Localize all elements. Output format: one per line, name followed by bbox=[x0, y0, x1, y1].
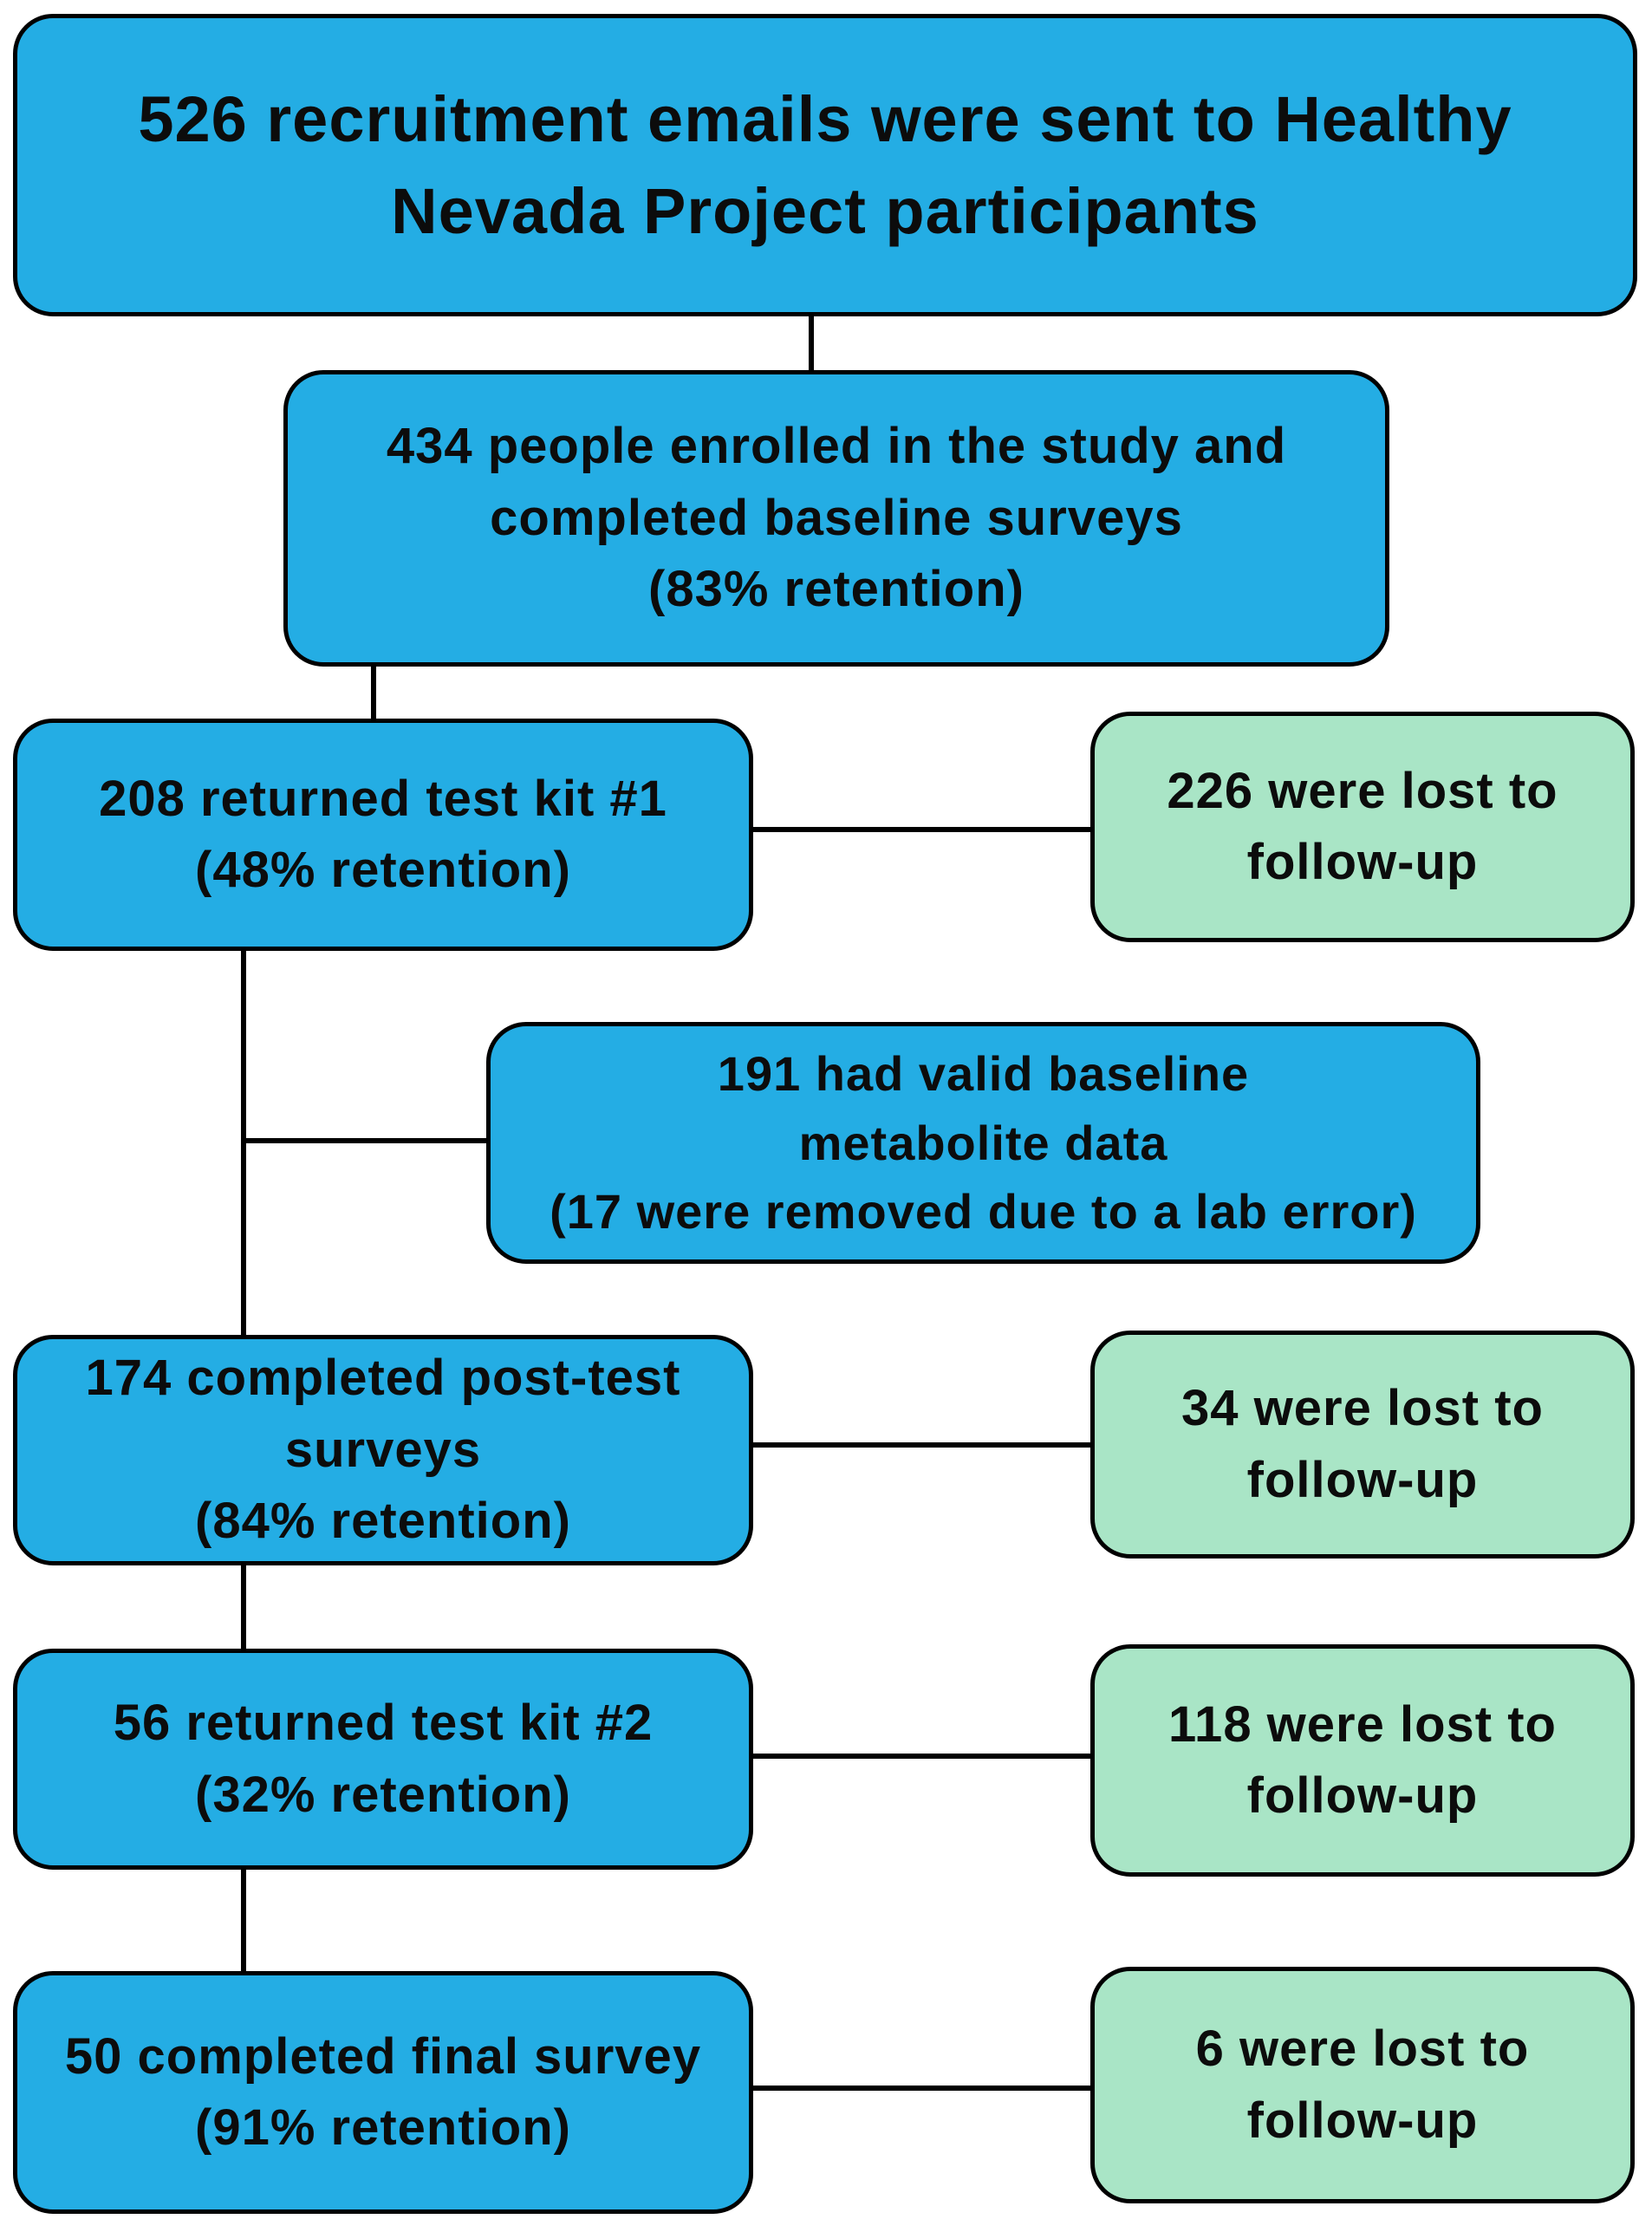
flow-box-recruitment-emails: 526 recruitment emails were sent to Heal… bbox=[13, 14, 1637, 316]
flow-box-valid-metabolite-data: 191 had valid baseline metabolite data (… bbox=[486, 1022, 1480, 1264]
connector-posttest-to-kit2 bbox=[241, 1565, 246, 1652]
flow-box-text-line: (83% retention) bbox=[648, 561, 1024, 618]
flow-box-enrolled: 434 people enrolled in the study and com… bbox=[283, 370, 1389, 667]
flow-box-text-line: surveys bbox=[284, 1421, 482, 1478]
connector-trunk-to-metabolite bbox=[241, 1138, 489, 1143]
connector-kit1-to-lost1 bbox=[753, 827, 1093, 832]
flow-box-text-line: (84% retention) bbox=[195, 1493, 571, 1550]
flow-box-text-line: Nevada Project participants bbox=[391, 174, 1259, 247]
flow-box-lost-followup-3: 118 were lost to follow-up bbox=[1090, 1644, 1635, 1877]
flow-box-posttest-surveys: 174 completed post-test surveys (84% ret… bbox=[13, 1335, 753, 1565]
flow-box-lost-followup-2: 34 were lost to follow-up bbox=[1090, 1331, 1635, 1558]
flow-box-text-line: 191 had valid baseline bbox=[717, 1046, 1250, 1102]
flow-box-text-line: 174 completed post-test bbox=[85, 1350, 681, 1407]
flow-box-lost-followup-1: 226 were lost to follow-up bbox=[1090, 712, 1635, 942]
flow-box-text-line: (32% retention) bbox=[195, 1766, 571, 1823]
connector-posttest-to-lost2 bbox=[753, 1442, 1093, 1448]
flow-box-text-line: (91% retention) bbox=[195, 2099, 571, 2156]
flow-box-returned-kit2: 56 returned test kit #2 (32% retention) bbox=[13, 1649, 753, 1870]
flow-box-text-line: (17 were removed due to a lab error) bbox=[550, 1184, 1417, 1240]
flow-box-text-line: 50 completed final survey bbox=[64, 2027, 702, 2085]
connector-final-to-lost4 bbox=[753, 2086, 1093, 2091]
flow-box-text-line: metabolite data bbox=[798, 1115, 1168, 1170]
flow-box-text-line: (48% retention) bbox=[195, 842, 571, 898]
flow-box-text-line: 34 were lost to bbox=[1181, 1380, 1544, 1437]
flow-box-text-line: follow-up bbox=[1246, 2092, 1479, 2149]
flow-box-text-line: 208 returned test kit #1 bbox=[99, 770, 667, 827]
flow-box-text-line: 6 were lost to bbox=[1195, 2021, 1530, 2078]
flow-box-lost-followup-4: 6 were lost to follow-up bbox=[1090, 1967, 1635, 2203]
flow-box-returned-kit1: 208 returned test kit #1 (48% retention) bbox=[13, 719, 753, 951]
flow-box-text-line: follow-up bbox=[1246, 1767, 1479, 1824]
connector-kit2-to-lost3 bbox=[753, 1754, 1093, 1759]
flow-box-text-line: 118 were lost to bbox=[1168, 1695, 1557, 1753]
connector-kit1-to-posttest bbox=[241, 951, 246, 1338]
flow-box-text-line: 56 returned test kit #2 bbox=[113, 1695, 654, 1752]
flow-box-text-line: follow-up bbox=[1246, 834, 1479, 890]
flow-box-text-line: 226 were lost to bbox=[1167, 762, 1558, 819]
flow-box-text-line: 434 people enrolled in the study and bbox=[386, 418, 1287, 475]
flow-box-text-line: 526 recruitment emails were sent to Heal… bbox=[138, 83, 1512, 156]
flow-box-final-survey: 50 completed final survey (91% retention… bbox=[13, 1971, 753, 2214]
connector-recruited-to-enrolled bbox=[809, 316, 814, 374]
flow-box-text-line: follow-up bbox=[1246, 1451, 1479, 1508]
connector-enrolled-to-kit1 bbox=[371, 667, 376, 722]
flow-box-text-line: completed baseline surveys bbox=[490, 489, 1183, 546]
connector-kit2-to-final bbox=[241, 1870, 246, 1975]
